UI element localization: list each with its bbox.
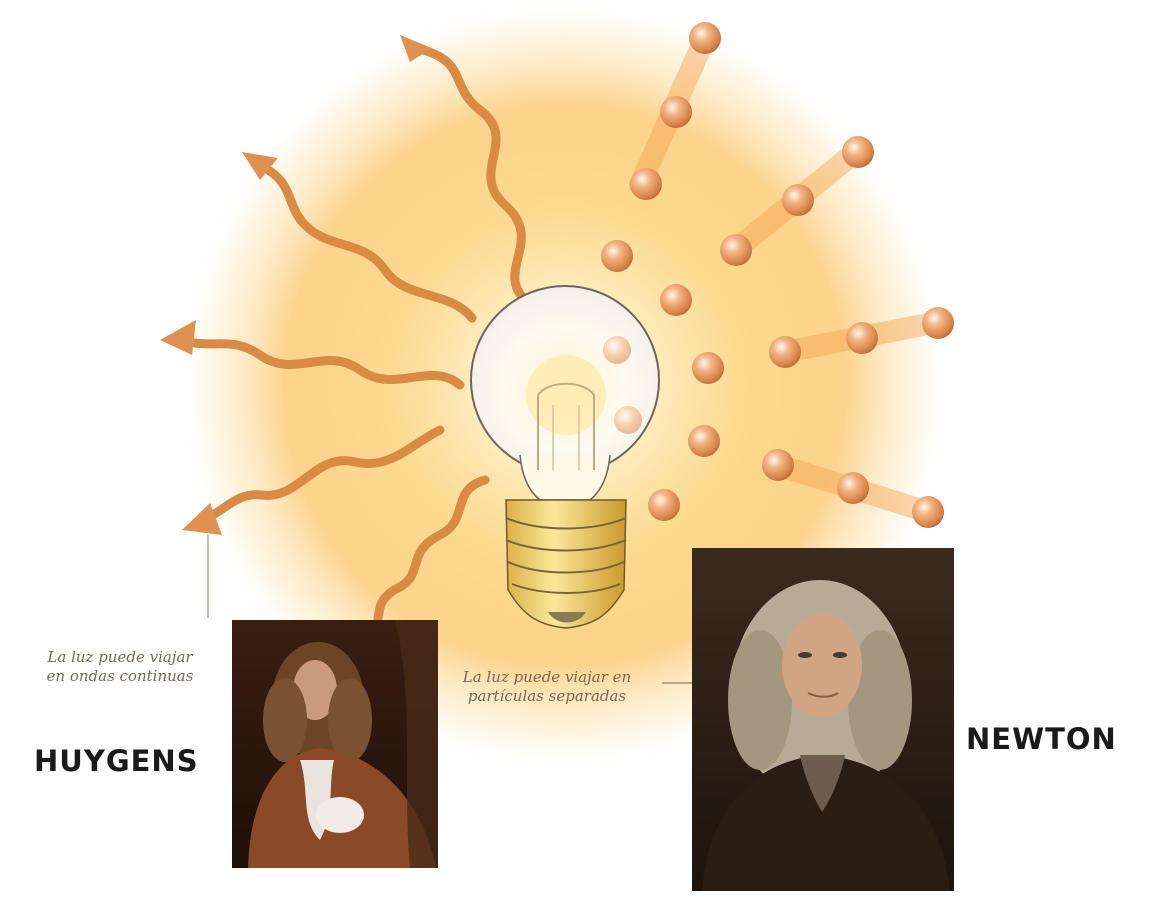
light-bulb-icon — [470, 285, 660, 629]
huygens-name: HUYGENS — [34, 744, 199, 778]
particle-sphere-icon — [603, 336, 631, 364]
particle-caption-line2: partículas separadas — [467, 687, 627, 705]
wave-arrow-icon — [197, 425, 445, 525]
wave-arrowhead-icon — [160, 320, 196, 355]
particle-sphere-icon — [660, 96, 692, 128]
particle-sphere-icon — [692, 352, 724, 384]
particle-sphere-icon — [922, 307, 954, 339]
newton-portrait — [692, 548, 954, 891]
wave-caption: La luz puede viajar en ondas continuas — [20, 648, 220, 686]
wave-arrowhead-icon — [242, 152, 278, 180]
wave-arrowhead-icon — [182, 503, 222, 535]
particle-sphere-icon — [689, 22, 721, 54]
particle-sphere-icon — [782, 184, 814, 216]
particle-sphere-icon — [912, 496, 944, 528]
particle-sphere-icon — [837, 472, 869, 504]
newton-name: NEWTON — [966, 722, 1117, 756]
wave-arrow-icon — [253, 160, 477, 323]
wave-arrow-icon — [175, 335, 465, 390]
particle-sphere-icon — [846, 322, 878, 354]
particle-sphere-icon — [762, 449, 794, 481]
particle-sphere-icon — [688, 425, 720, 457]
particle-sphere-icon — [601, 240, 633, 272]
particle-sphere-icon — [648, 489, 680, 521]
wave-arrowheads — [160, 35, 432, 535]
huygens-portrait — [232, 620, 438, 868]
wave-arrow-icon — [373, 475, 490, 623]
wave-arrowhead-icon — [400, 35, 432, 62]
wave-arrows — [175, 43, 530, 623]
particle-sphere-icon — [614, 406, 642, 434]
wave-caption-line2: en ondas continuas — [46, 667, 194, 685]
particle-caption-line1: La luz puede viajar en — [462, 668, 632, 686]
particles — [601, 22, 954, 528]
particle-caption: La luz puede viajar en partículas separa… — [432, 668, 662, 706]
particle-sphere-icon — [720, 234, 752, 266]
wave-caption-line1: La luz puede viajar — [47, 648, 193, 666]
particle-sphere-icon — [769, 336, 801, 368]
particle-sphere-icon — [630, 168, 662, 200]
wave-arrow-icon — [410, 43, 530, 305]
particle-sphere-icon — [660, 284, 692, 316]
particle-sphere-icon — [842, 136, 874, 168]
